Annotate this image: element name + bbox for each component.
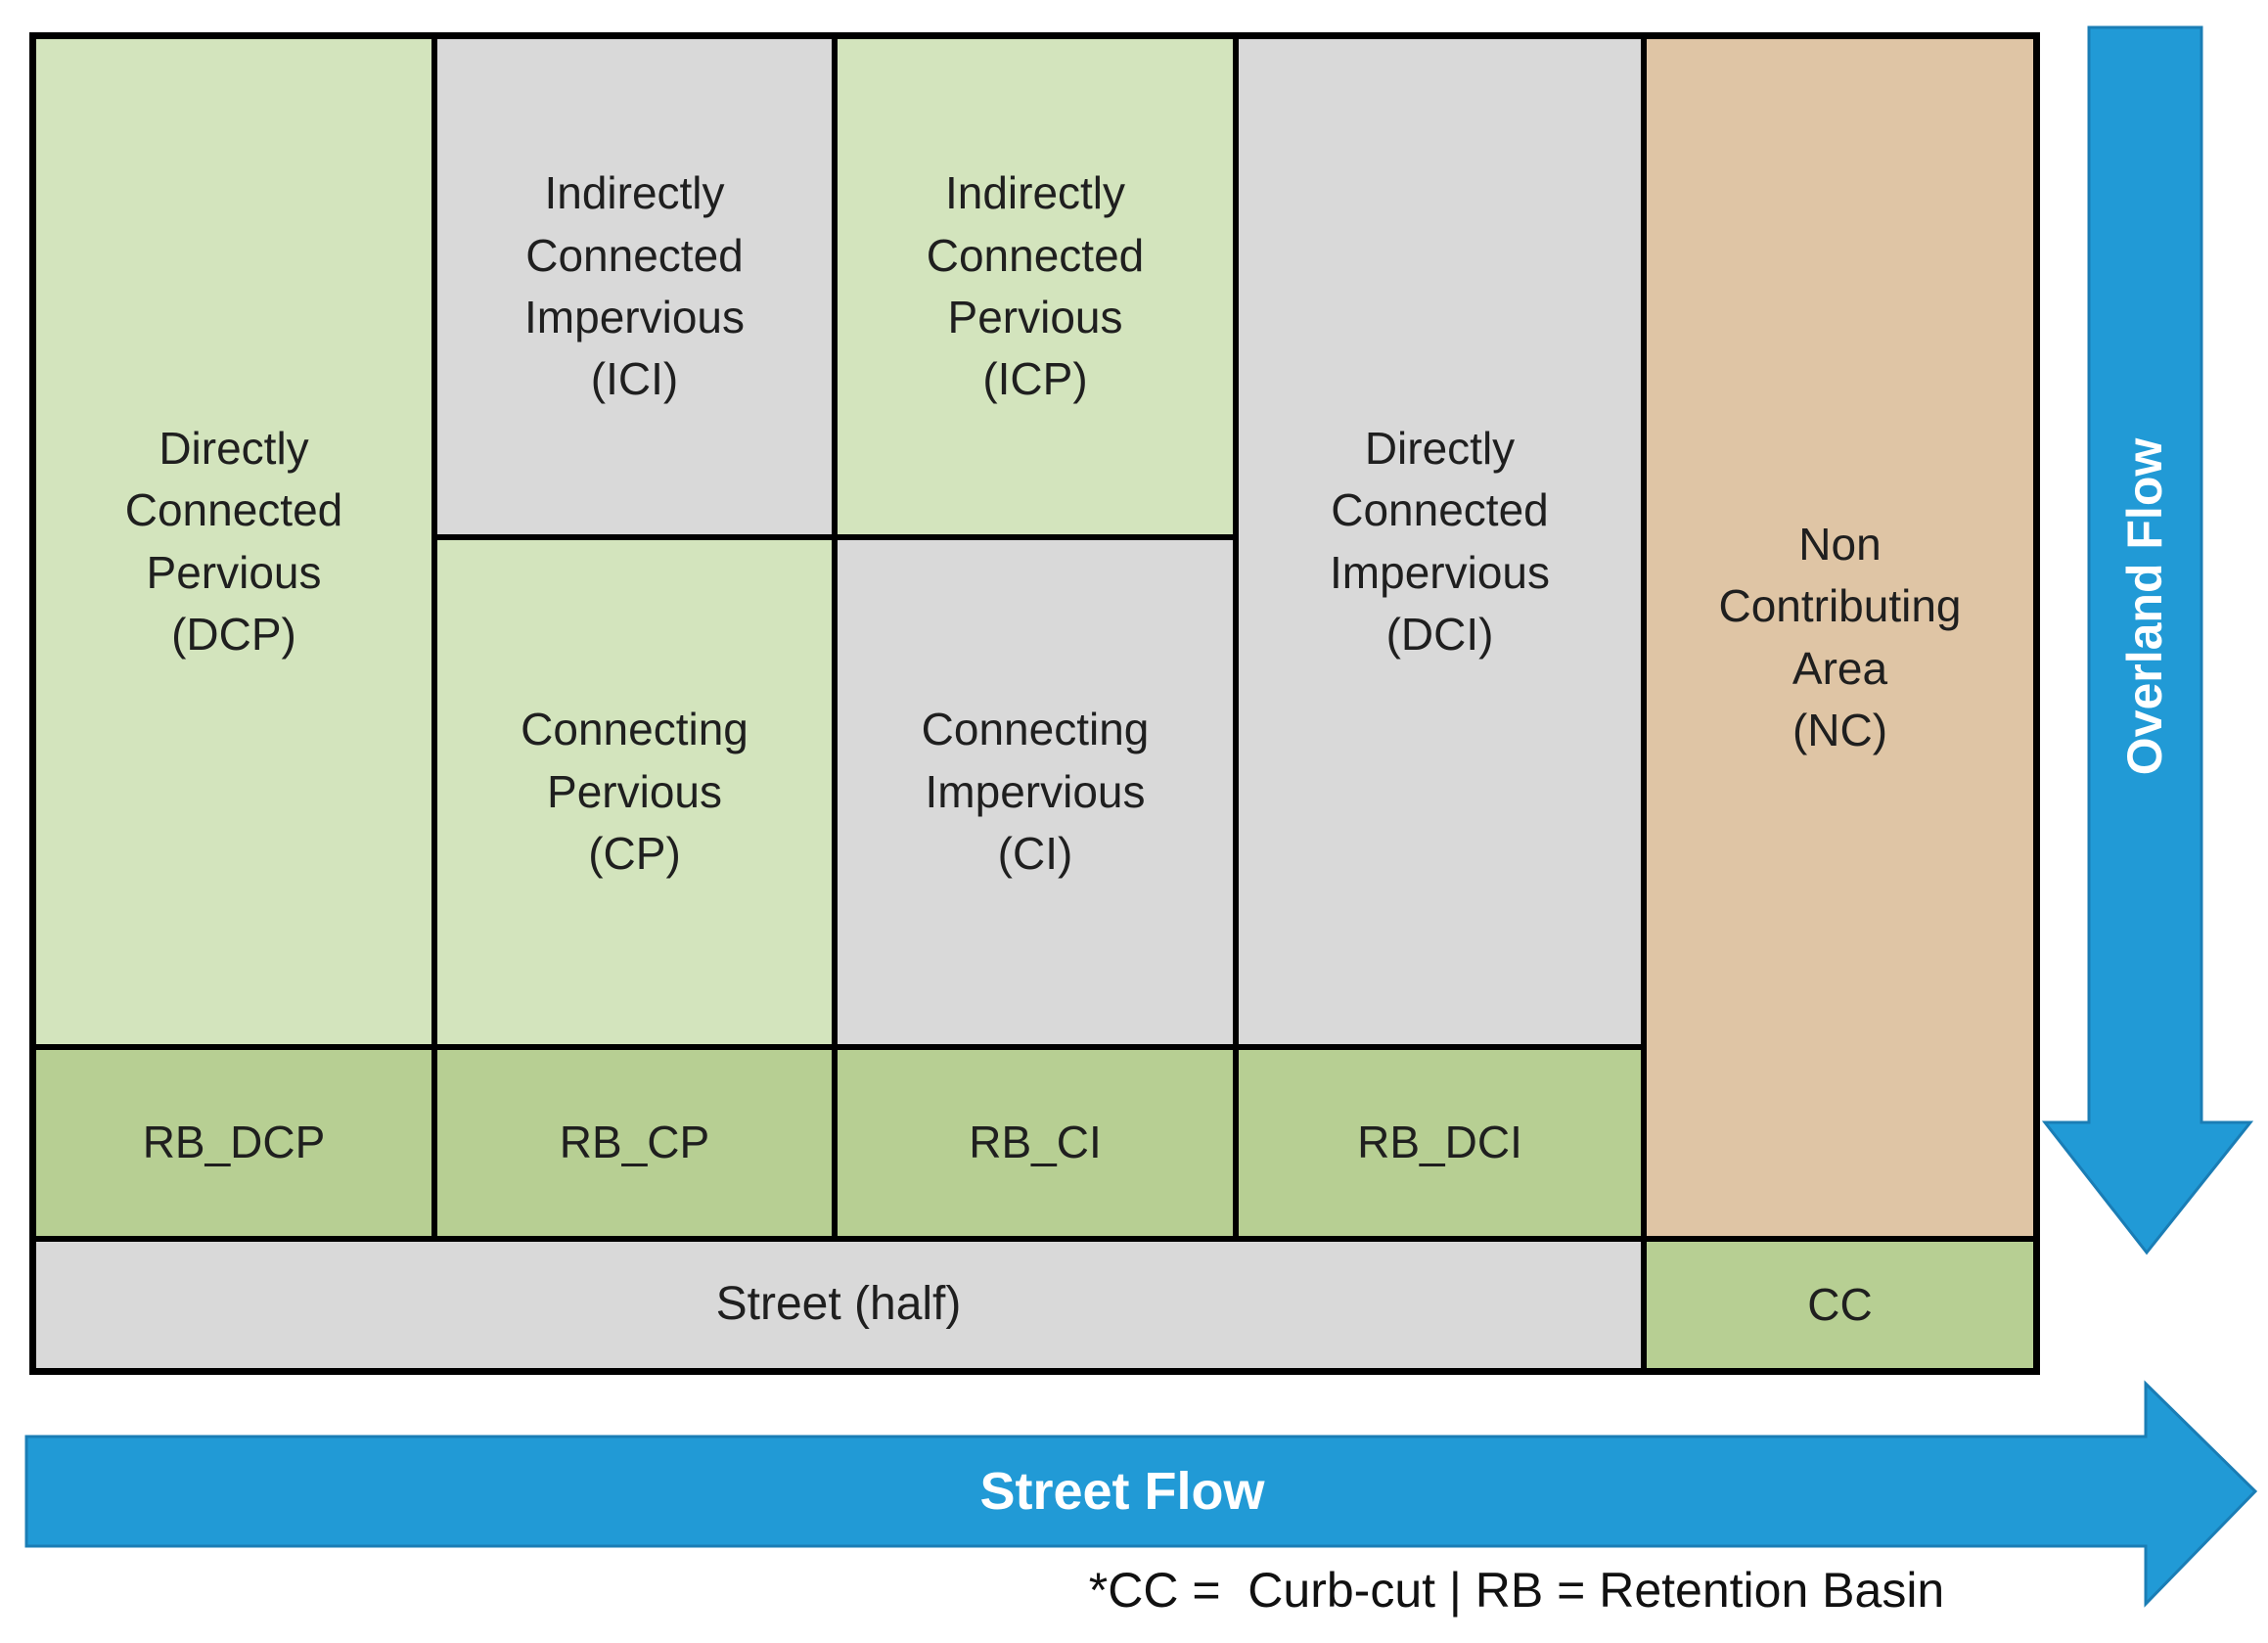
legend-footnote: *CC = Curb-cut | RB = Retention Basin [1088,1563,1945,1618]
street-flow-arrow: Street Flow [24,1380,2258,1608]
cell-retention-basin-dci: RB_DCI [1239,1050,1641,1236]
overland-flow-arrow: Overland Flow [2041,25,2254,1255]
cell-retention-basin-cp: RB_CP [437,1050,832,1236]
cell-retention-basin-ci: RB_CI [838,1050,1233,1236]
cell-retention-basin-dcp: RB_DCP [36,1050,431,1236]
cell-directly-connected-impervious: Directly Connected Impervious (DCI) [1239,39,1641,1044]
cell-directly-connected-pervious: Directly Connected Pervious (DCP) [36,39,431,1044]
cell-curb-cut: CC [1647,1242,2033,1368]
cell-indirectly-connected-impervious: Indirectly Connected Impervious (ICI) [437,39,832,534]
overland-flow-arrow-shape [2041,25,2254,1255]
overland-flow-arrow-label: Overland Flow [2117,438,2172,776]
cell-connecting-pervious: Connecting Pervious (CP) [437,540,832,1044]
cell-street-half: Street (half) [36,1242,1641,1368]
cell-indirectly-connected-pervious: Indirectly Connected Pervious (ICP) [838,39,1233,534]
cell-connecting-impervious: Connecting Impervious (CI) [838,540,1233,1044]
cell-non-contributing-area: Non Contributing Area (NC) [1647,39,2033,1236]
landuse-grid: Directly Connected Pervious (DCP) Indire… [29,32,2040,1375]
street-flow-arrow-label: Street Flow [979,1462,1265,1521]
street-flow-arrow-shape [24,1380,2258,1608]
